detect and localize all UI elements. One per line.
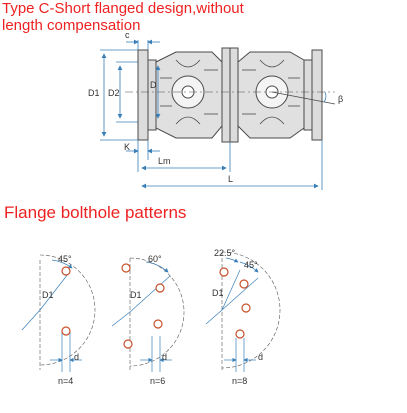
pattern-n8-angle-a: 22.5°	[214, 248, 236, 258]
section-subtitle: Flange bolthole patterns	[4, 203, 187, 222]
label-k: K	[124, 142, 130, 152]
pattern-n4-angle: 45°	[58, 254, 72, 264]
label-c: c	[125, 30, 130, 40]
center-flange-right	[229, 47, 239, 143]
pattern-n6-angle: 60°	[148, 254, 162, 264]
bolthole	[123, 339, 133, 349]
title-line-1: Type C-Short flanged design,without	[2, 0, 244, 17]
label-beta: β	[338, 94, 343, 104]
bolthole	[155, 283, 165, 293]
pattern-n8-label: n=8	[232, 376, 247, 386]
right-flange	[311, 49, 323, 141]
title-line-2: length compensation	[2, 17, 141, 34]
label-d: D	[150, 80, 157, 90]
bolthole	[61, 326, 71, 336]
center-flange-left	[221, 47, 231, 143]
pattern-n8-angle-b: 45°	[244, 260, 258, 270]
pattern-n8: 22.5° 45° D1 d n=8	[205, 248, 281, 386]
pattern-n8-d: d	[258, 352, 263, 362]
pattern-n6: 60° D1 d n=6	[111, 254, 185, 386]
bolthole	[235, 329, 245, 339]
pattern-n4-label: n=4	[58, 376, 73, 386]
right-flange-hub	[303, 59, 313, 131]
bolthole	[121, 263, 131, 273]
label-l: L	[228, 174, 233, 184]
pattern-n6-d: d	[162, 352, 167, 362]
bolthole	[219, 267, 229, 277]
shaft-dimensions	[100, 39, 323, 190]
pattern-n6-d1: D1	[130, 290, 142, 300]
label-d1: D1	[88, 88, 100, 98]
bolthole	[153, 319, 163, 329]
pattern-n8-d1: D1	[212, 288, 224, 298]
left-flange	[137, 49, 149, 141]
label-lm: Lm	[158, 156, 171, 166]
shaft-assembly	[137, 47, 323, 143]
pattern-n4: 45° D1 d n=4	[21, 254, 96, 386]
left-flange-hub	[147, 59, 157, 131]
pattern-n4-d1: D1	[42, 290, 54, 300]
beta-angle-line	[271, 91, 336, 105]
bolthole	[61, 266, 71, 276]
bolthole	[239, 279, 249, 289]
bolthole	[241, 303, 251, 313]
pattern-n6-label: n=6	[150, 376, 165, 386]
label-d2: D2	[108, 88, 120, 98]
pattern-n4-d: d	[74, 352, 79, 362]
